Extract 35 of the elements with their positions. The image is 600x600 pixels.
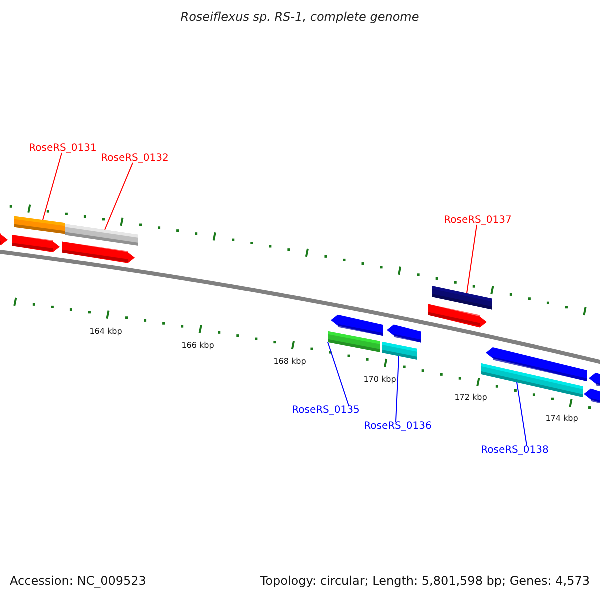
gene-bar — [328, 331, 380, 352]
gene-feature — [486, 347, 587, 382]
leader-line — [396, 356, 400, 422]
scale-label: 166 kbp — [182, 341, 214, 351]
gene-feature — [584, 388, 600, 406]
footer-text: Topology: circular; Length: 5,801,598 bp; Genes: 4,573 — [260, 574, 590, 588]
gene-feature — [428, 304, 487, 328]
gene-feature — [589, 372, 600, 390]
gene-label: RoseRS_0132 — [101, 153, 169, 165]
leader-line — [104, 162, 134, 230]
gene-label: RoseRS_0131 — [29, 143, 97, 155]
gene-feature — [387, 324, 421, 343]
leader-line — [328, 342, 350, 406]
gene-label: RoseRS_0137 — [444, 215, 512, 227]
gene-label: RoseRS_0135 — [292, 405, 360, 417]
gene-feature — [12, 235, 60, 252]
title: Roseiflexus sp. RS-1, complete genome — [180, 10, 420, 24]
gene-label: RoseRS_0138 — [481, 445, 549, 457]
leader-line — [466, 224, 478, 294]
gene-bar — [65, 224, 138, 246]
footer-text: Accession: NC_009523 — [10, 574, 146, 588]
scale-label: 168 kbp — [274, 357, 306, 367]
gene-bar — [14, 216, 65, 234]
leader-line — [42, 152, 62, 221]
scale-label: 172 kbp — [454, 393, 488, 403]
gene-label: RoseRS_0136 — [364, 421, 432, 433]
leader-line — [516, 382, 528, 446]
gene-feature — [62, 242, 135, 264]
gene-feature — [0, 232, 8, 246]
scale-label: 164 kbp — [90, 327, 122, 337]
scale-label: 170 kbp — [364, 375, 396, 385]
gene-bar — [432, 286, 492, 310]
scale-label: 174 kbp — [546, 414, 578, 424]
gene-feature — [331, 314, 383, 336]
gene-bar — [382, 342, 417, 360]
